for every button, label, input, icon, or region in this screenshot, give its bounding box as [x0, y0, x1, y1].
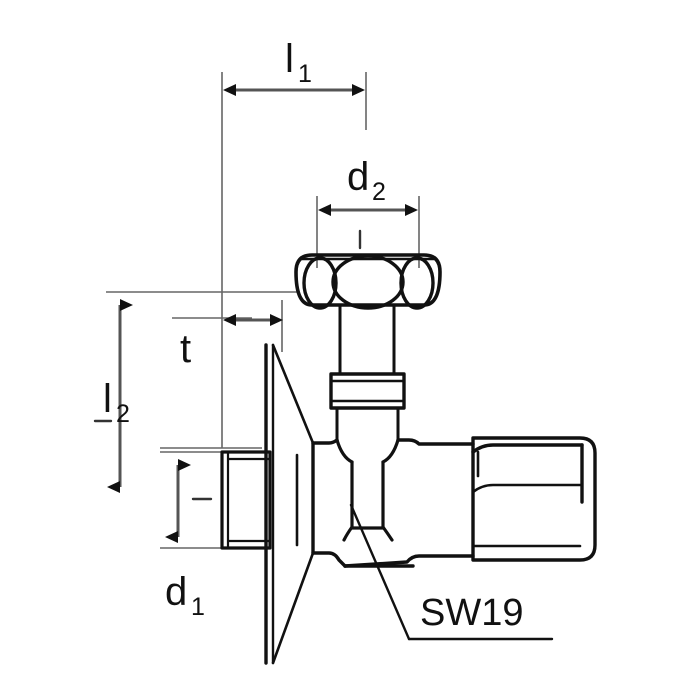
body-neck: [335, 406, 400, 442]
label-d2-base: d: [347, 155, 369, 199]
handle-knob: [294, 253, 442, 310]
center-line-marks: [93, 229, 362, 501]
label-d2-sub: 2: [372, 178, 386, 206]
dimension-lines: [107, 84, 418, 543]
stem-shaft: [338, 303, 396, 376]
label-l2-base: l: [103, 377, 112, 421]
gland-nut: [329, 372, 406, 410]
label-l1-sub: 1: [298, 60, 312, 88]
handle-hole-center: [331, 254, 405, 310]
label-d1-base: d: [165, 570, 187, 614]
label-sw19: SW19: [420, 592, 523, 634]
inlet-thread: [220, 450, 272, 550]
handle-hole-right: [399, 256, 435, 310]
handle-hole-left: [302, 256, 338, 310]
label-d1-sub: 1: [191, 593, 205, 621]
label-t: t: [180, 327, 191, 371]
dimension-labels: l 1 d 2 t l 2 d 1 SW19: [103, 37, 523, 634]
label-l2-sub: 2: [116, 400, 130, 428]
valve-body: [311, 438, 475, 568]
outlet-nut: [471, 436, 597, 562]
wall-escutcheon: [264, 343, 315, 665]
sw19-leader: [349, 503, 554, 641]
valve-geometry: [93, 229, 597, 665]
hex-flat: [335, 438, 400, 542]
label-l1-base: l: [285, 37, 294, 81]
